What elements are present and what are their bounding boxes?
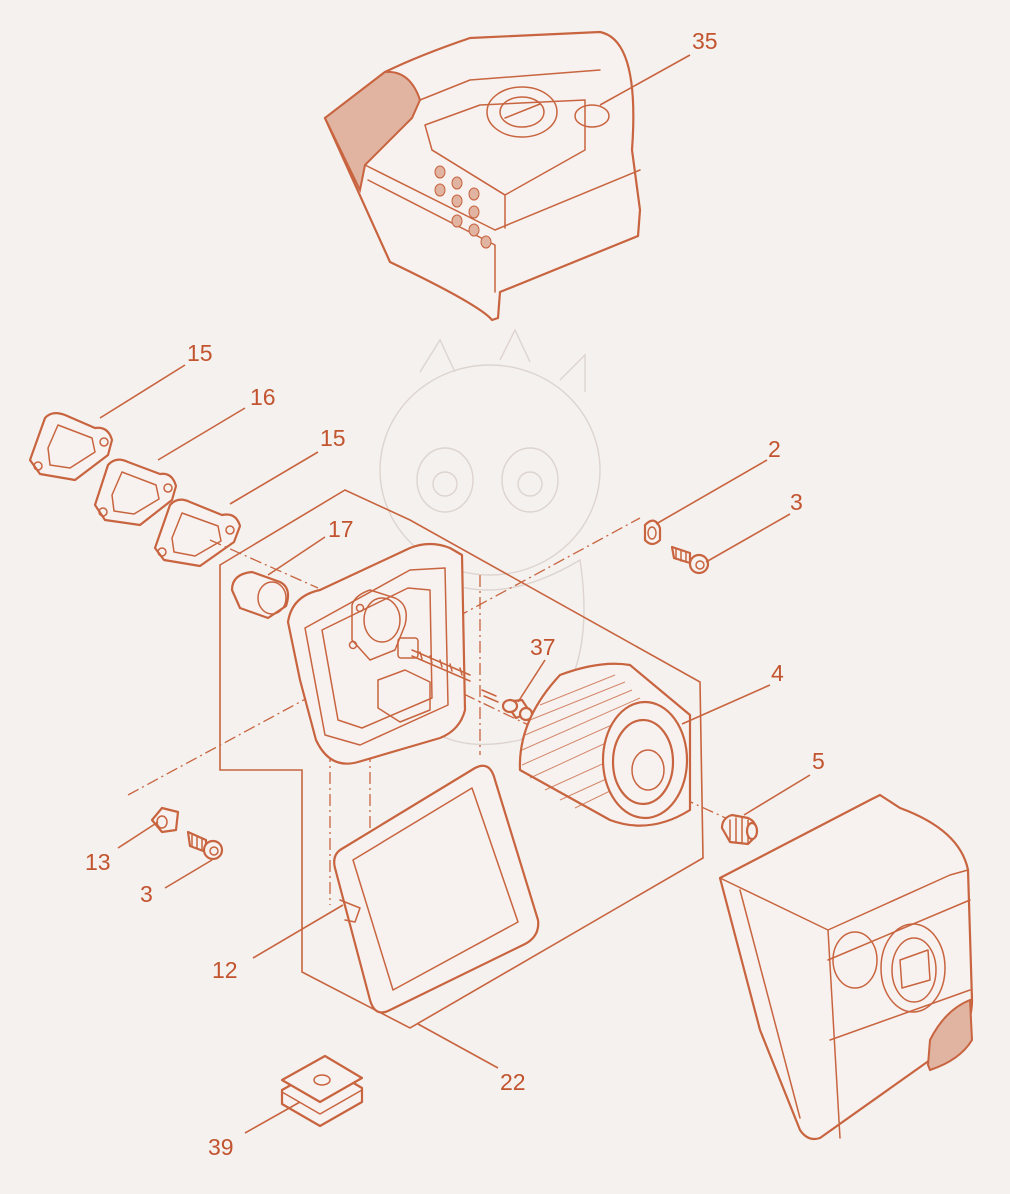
callout-35: 35: [692, 28, 718, 54]
clip-2: [643, 519, 662, 546]
callout-5: 5: [812, 748, 825, 774]
callout-37: 37: [530, 634, 556, 660]
leader-lines: [99, 54, 811, 1134]
callout-17: 17: [328, 516, 354, 542]
callout-13: 13: [85, 849, 111, 875]
spacer-37: [481, 689, 534, 722]
gasket-15-front: [28, 411, 114, 482]
callout-15-rear: 15: [320, 425, 346, 451]
seal-12: [333, 764, 540, 1014]
assembly-box-22: [219, 489, 704, 1029]
callout-16: 16: [250, 384, 276, 410]
rubber-plug-17: [230, 570, 290, 620]
front-cover-shaded-face: [926, 998, 974, 1072]
callout-12: 12: [212, 957, 238, 983]
pleated-filter-4: [518, 662, 692, 827]
top-cover: [323, 30, 642, 322]
clip-13: [150, 806, 180, 834]
callout-4: 4: [771, 660, 784, 686]
callout-22: 22: [500, 1069, 526, 1095]
callout-3-lower: 3: [140, 881, 153, 907]
grommet-39: [280, 1054, 364, 1128]
gasket-15-rear: [153, 498, 242, 568]
callout-39: 39: [208, 1134, 234, 1160]
front-cover: [718, 793, 974, 1141]
filter-base-housing: [286, 542, 471, 765]
callout-labels: 35 15 16 15 17 2 3 37 4 5 13 3 12 22 39: [85, 28, 825, 1160]
screw-3-lower: [186, 830, 224, 861]
knob-nut-5: [720, 813, 759, 846]
screw-3-upper: [670, 545, 710, 575]
callout-15-front: 15: [187, 340, 213, 366]
gasket-16: [93, 458, 178, 527]
top-cover-shaded-face: [323, 70, 422, 194]
callout-2: 2: [768, 436, 781, 462]
callout-3-upper: 3: [790, 489, 803, 515]
